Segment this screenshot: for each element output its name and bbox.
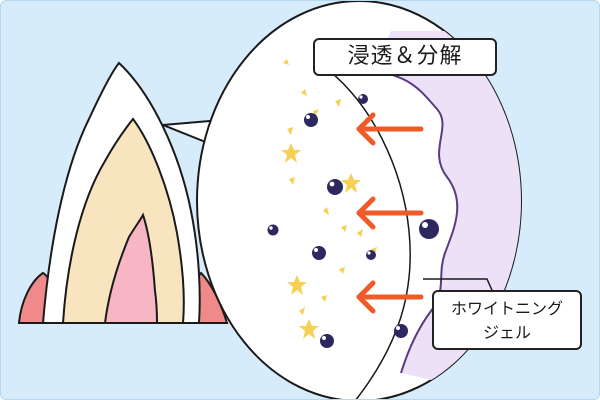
molecule-icon — [394, 324, 408, 338]
fragment — [339, 267, 345, 274]
sparkle-icon — [287, 275, 307, 295]
molecule-icon — [304, 113, 318, 127]
arrow-left-icon — [356, 112, 424, 146]
fragment — [287, 127, 293, 135]
whitening-gel-label: ホワイトニング ジェル — [432, 290, 582, 350]
gel-surface-line — [372, 70, 459, 374]
molecule-group — [267, 94, 439, 348]
sparkle-group — [281, 59, 377, 339]
gel-label-line1: ホワイトニング — [450, 299, 563, 318]
fragment — [341, 225, 347, 232]
arrow-left-icon — [356, 280, 424, 314]
fragment — [335, 99, 341, 107]
fragment — [371, 247, 377, 253]
molecule-icon — [358, 94, 368, 104]
fragment — [299, 307, 305, 315]
fragment — [321, 295, 327, 302]
molecule-icon — [327, 179, 343, 195]
fragment — [323, 207, 329, 215]
molecule-icon — [419, 219, 439, 239]
molecule-icon — [320, 334, 334, 348]
fragment — [357, 229, 363, 237]
tooth-icon — [17, 61, 229, 324]
molecule-icon — [267, 224, 279, 236]
molecule-icon — [312, 246, 326, 260]
fragment — [289, 177, 295, 185]
fragment — [283, 59, 289, 65]
gel-label-line2: ジェル — [482, 323, 531, 342]
arrow-left-icon — [356, 196, 424, 230]
sparkle-icon — [281, 143, 301, 163]
fragment — [301, 89, 307, 96]
penetration-arrows — [356, 112, 424, 314]
sparkle-icon — [299, 319, 319, 339]
molecule-icon — [366, 250, 376, 260]
sparkle-icon — [341, 173, 361, 193]
process-title-label: 浸透＆分解 — [313, 38, 497, 76]
enamel-boundary-line — [318, 62, 411, 399]
pulp — [103, 212, 159, 324]
